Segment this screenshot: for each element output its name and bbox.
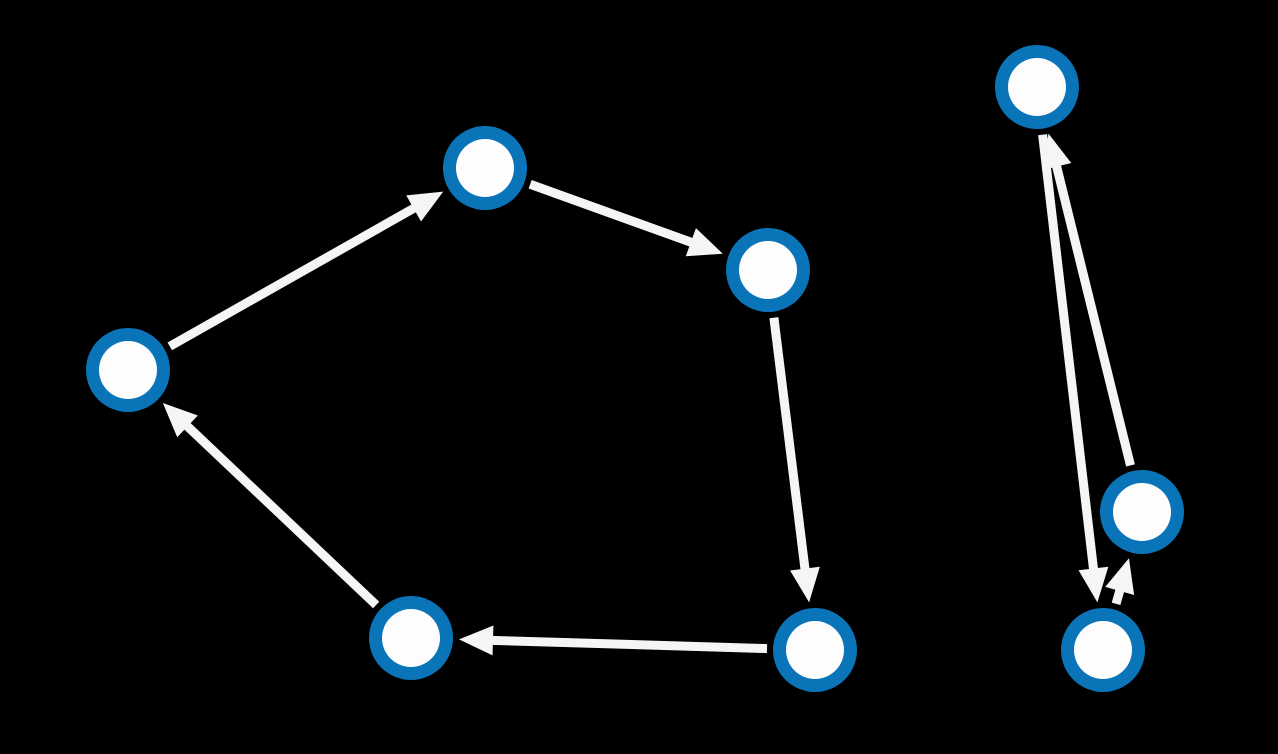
edge-line (1050, 159, 1135, 467)
edge-arrowhead-icon (1105, 558, 1135, 595)
edge-arrowhead-icon (1042, 133, 1072, 171)
node-core[interactable] (456, 139, 514, 197)
node-core[interactable] (786, 621, 844, 679)
edge-arrowhead-icon (685, 228, 723, 257)
graph-node[interactable] (369, 596, 453, 680)
node-core[interactable] (99, 341, 157, 399)
graph-edge (1038, 134, 1109, 603)
nodes-layer (86, 45, 1184, 692)
edge-arrowhead-icon (790, 566, 820, 603)
graph-edge (1042, 133, 1135, 467)
graph-edge (769, 317, 820, 603)
graph-edge (167, 191, 444, 351)
node-core[interactable] (1008, 58, 1066, 116)
graph-edge (162, 403, 380, 609)
graph-node[interactable] (443, 126, 527, 210)
graph-edge (1105, 558, 1135, 606)
edge-line (528, 180, 699, 249)
edge-line (167, 201, 422, 351)
graph-node[interactable] (726, 228, 810, 312)
node-core[interactable] (1074, 621, 1132, 679)
edge-line (769, 317, 811, 576)
graph-node[interactable] (773, 608, 857, 692)
graph-node[interactable] (86, 328, 170, 412)
edge-line (1038, 134, 1099, 576)
graph-node[interactable] (1100, 470, 1184, 554)
edge-line (486, 635, 768, 654)
graph-edge (458, 625, 768, 656)
graph-node[interactable] (995, 45, 1079, 129)
graph-edge (528, 180, 723, 257)
node-core[interactable] (1113, 483, 1171, 541)
edge-arrowhead-icon (406, 191, 444, 222)
edge-line (180, 418, 380, 609)
node-core[interactable] (382, 609, 440, 667)
edges-layer (162, 133, 1135, 656)
edge-arrowhead-icon (162, 403, 198, 438)
node-core[interactable] (739, 241, 797, 299)
edge-arrowhead-icon (458, 625, 494, 656)
graph-node[interactable] (1061, 608, 1145, 692)
edge-arrowhead-icon (1078, 566, 1109, 603)
